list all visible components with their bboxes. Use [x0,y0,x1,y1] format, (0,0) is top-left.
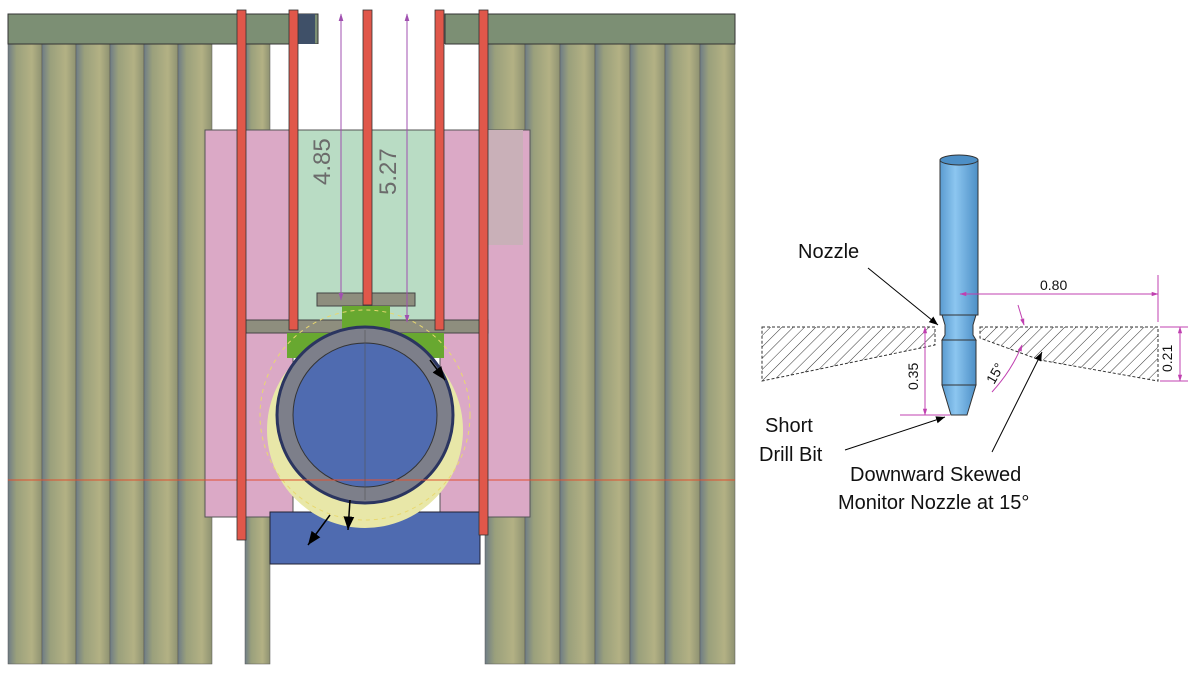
leader-nozzle [867,267,939,326]
rod [362,9,373,306]
rods [236,9,489,541]
column [7,43,43,665]
top-beam-left [7,13,319,45]
pointer-arrow-1 [307,514,331,546]
column [664,43,701,665]
label-skewed-2: Monitor Nozzle at 15° [838,492,1029,514]
label-drill-bit: Drill Bit [759,444,823,466]
column [699,43,736,665]
left-columns [7,43,271,665]
hatched-slab-right [979,326,1159,382]
rod [288,9,299,331]
angle-arc-top [1017,304,1025,326]
label-short: Short [765,415,813,437]
column [559,43,596,665]
dimension-080: 0.80 [1040,277,1067,293]
rod [434,9,445,331]
dashed-circle [259,309,471,521]
nozzle-detail-view: 0.80 0.35 0.21 15° Nozzle Short Drill Bi… [759,154,1188,514]
column [75,43,111,665]
leader-drill-bit [844,416,946,451]
nozzle-tool [939,154,979,416]
pointer-arrow-3 [429,359,446,381]
hatched-slab-left [761,326,936,382]
rod [478,9,489,536]
column [594,43,631,665]
dimension-035: 0.35 [905,363,921,390]
rod [236,9,247,541]
dimension-021: 0.21 [1159,345,1175,372]
dimension-527: 5.27 [375,148,402,195]
hatch-strip [488,130,523,245]
label-skewed-1: Downward Skewed [850,464,1021,486]
angle-arc [991,344,1023,393]
column [143,43,179,665]
top-beam-right [444,13,736,45]
column [41,43,77,665]
left-section-view: 4.85 5.27 [7,9,736,665]
dimension-angle: 15° [983,360,1007,386]
top-clamp [297,14,315,44]
leader-skewed-nozzle [991,351,1043,453]
column [629,43,666,665]
label-nozzle: Nozzle [798,241,859,263]
pointer-arrow-2 [343,499,355,531]
column [109,43,145,665]
dimension-485: 4.85 [309,138,336,185]
